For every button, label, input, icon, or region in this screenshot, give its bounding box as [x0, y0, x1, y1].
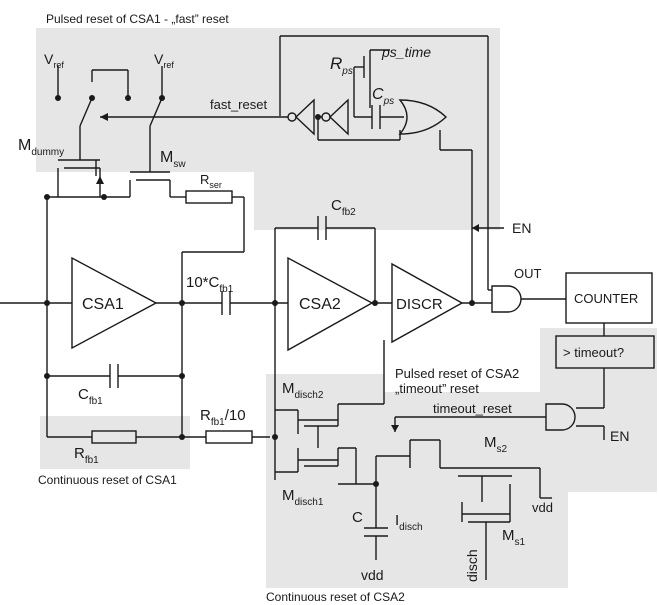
- cps-sub: ps: [383, 96, 395, 107]
- cfb2-sub: fb2: [342, 207, 356, 218]
- timeout-reset-label: timeout_reset: [433, 401, 512, 416]
- mdisch1-sub: disch1: [295, 497, 324, 508]
- timeout-check-block: > timeout?: [555, 335, 655, 369]
- svg-text:Msw: Msw: [160, 149, 186, 170]
- rps-transistor: [353, 49, 390, 117]
- svg-text:Idisch: Idisch: [395, 512, 423, 533]
- ms2-label: M: [484, 434, 497, 451]
- rfb1-sub: fb1: [85, 455, 99, 466]
- cfb1-capacitor: [109, 364, 119, 388]
- svg-text:Cfb1: Cfb1: [78, 386, 103, 407]
- idisch-label: I: [395, 512, 399, 529]
- timeout-reset-region: [384, 328, 657, 492]
- mdisch1-transistor: [275, 426, 357, 484]
- csa2-continuous-reset-title: Continuous reset of CSA2: [266, 590, 405, 604]
- svg-text:Rfb1: Rfb1: [74, 445, 99, 466]
- rfb1-10-label: R: [200, 407, 211, 424]
- sw-switch: [149, 97, 163, 172]
- cfb1-input-label: 10*C: [186, 274, 220, 291]
- vref-right-label: V: [154, 51, 164, 67]
- disch-label: disch: [464, 549, 480, 582]
- timeout-reset-title-line2: „timeout” reset: [395, 381, 479, 396]
- svg-text:Ms1: Ms1: [502, 527, 526, 548]
- counter-label: COUNTER: [574, 291, 638, 306]
- csa2-amplifier: CSA2: [287, 256, 374, 352]
- rfb1-label: R: [74, 445, 85, 462]
- vref-left-label: V: [44, 51, 54, 67]
- csa1-label: CSA1: [82, 296, 124, 313]
- svg-text:Rfb1/10: Rfb1/10: [200, 407, 246, 428]
- dummy-switch: [79, 69, 131, 150]
- rfb1-10-sub: fb1: [211, 417, 225, 428]
- ms2-transistor: [409, 439, 552, 502]
- fast-reset-region: [36, 28, 500, 230]
- vref-right-sub: ref: [163, 60, 174, 70]
- vdd-left-label: vdd: [361, 567, 384, 583]
- c-label: C: [352, 509, 363, 526]
- timeout-check-label: > timeout?: [563, 345, 624, 360]
- msw-sub: sw: [173, 159, 186, 170]
- fast-reset-title: Pulsed reset of CSA1 - „fast” reset: [46, 12, 229, 26]
- en-top-label: EN: [512, 220, 531, 236]
- rps-sub: ps: [341, 66, 353, 77]
- csa2-continuous-reset-region: [266, 374, 568, 588]
- svg-text:10*Cfb1: 10*Cfb1: [186, 274, 234, 295]
- csa1-continuous-reset-title: Continuous reset of CSA1: [38, 473, 177, 487]
- svg-text:Mdisch1: Mdisch1: [282, 487, 324, 508]
- mdummy-transistor: [57, 150, 104, 197]
- msw-transistor: [129, 171, 186, 198]
- mdisch2-transistor: [275, 340, 385, 434]
- discr-label: DISCR: [396, 296, 443, 313]
- svg-text:Cps: Cps: [372, 86, 394, 107]
- cfb1-input-sub: fb1: [219, 284, 233, 295]
- discriminator: DISCR: [391, 262, 464, 344]
- mdisch1-label: M: [282, 487, 295, 504]
- en-bottom-label: EN: [610, 428, 629, 444]
- ms1-transistor: [461, 484, 511, 580]
- timeout-and-gate: [545, 403, 576, 431]
- idisch-sub: disch: [399, 522, 422, 533]
- mdummy-sub: dummy: [31, 147, 64, 158]
- rser-sub: ser: [209, 180, 222, 190]
- or-gate: [398, 99, 448, 135]
- msw-label: M: [160, 149, 173, 166]
- mdisch2-sub: disch2: [295, 390, 324, 401]
- vref-left-sub: ref: [53, 60, 64, 70]
- rser-label: R: [200, 172, 209, 187]
- output-and-gate: [491, 285, 522, 313]
- svg-text:Vref: Vref: [44, 51, 64, 70]
- vdd-right-label: vdd: [532, 500, 553, 515]
- svg-text:Vref: Vref: [154, 51, 174, 70]
- ms1-label: M: [502, 527, 515, 544]
- rps-label: R: [330, 54, 342, 73]
- svg-text:Rser: Rser: [200, 172, 222, 190]
- cfb1-label: C: [78, 386, 89, 403]
- svg-text:Mdummy: Mdummy: [18, 137, 64, 158]
- svg-text:Cfb2: Cfb2: [331, 197, 356, 218]
- svg-text:Ms2: Ms2: [484, 434, 508, 455]
- rser-resistor: [185, 190, 233, 204]
- rfb1-10-tail: /10: [225, 407, 246, 424]
- csa1-amplifier: CSA1: [71, 256, 158, 350]
- cfb1-sub: fb1: [89, 396, 103, 407]
- ms1-sub: s1: [515, 537, 526, 548]
- counter-block: COUNTER: [565, 272, 653, 324]
- rfb1-10-resistor: [205, 430, 253, 444]
- mdummy-label: M: [18, 137, 31, 154]
- ms2-sub: s2: [497, 444, 508, 455]
- svg-text:Mdisch2: Mdisch2: [282, 380, 324, 401]
- csa2-label: CSA2: [299, 296, 341, 313]
- svg-text:Rps: Rps: [330, 54, 353, 77]
- cps-label: C: [372, 86, 384, 103]
- ps-time-label: ps_time: [381, 44, 431, 60]
- mdisch2-label: M: [282, 380, 295, 397]
- timeout-reset-title-line1: Pulsed reset of CSA2: [395, 366, 519, 381]
- out-label: OUT: [514, 266, 542, 281]
- fast-reset-label: fast_reset: [210, 97, 267, 112]
- cfb2-label: C: [331, 197, 342, 214]
